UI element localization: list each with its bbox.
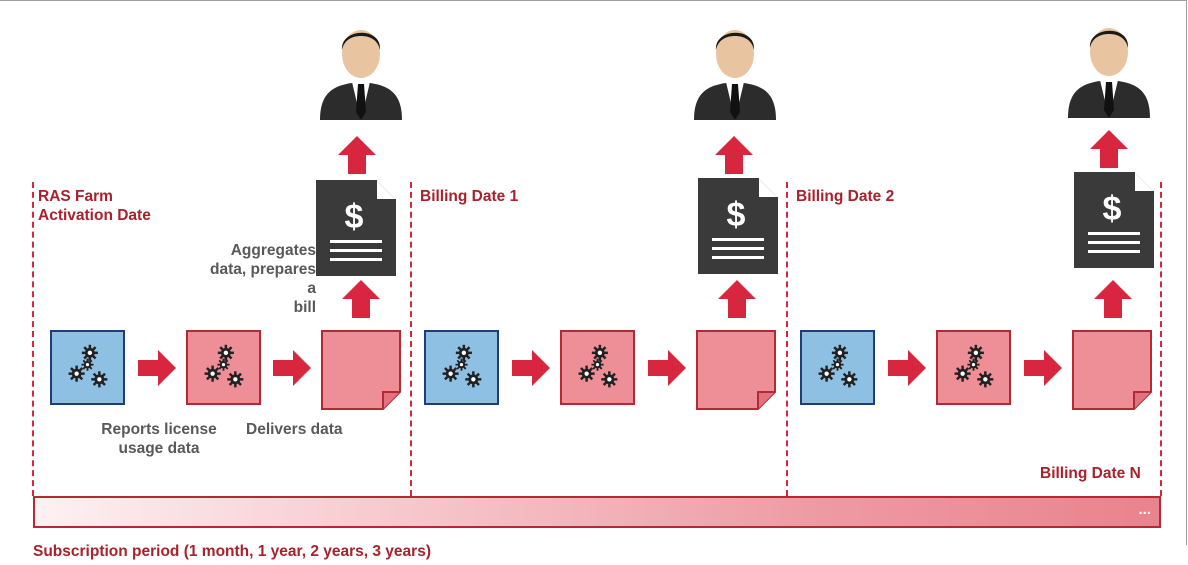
subscription-period-label: Subscription period (1 month, 1 year, 2 … — [33, 543, 431, 560]
arrow-right-icon — [648, 350, 686, 386]
reports-annotation: Reports license usage data — [84, 420, 234, 458]
person-icon — [1068, 28, 1150, 118]
document-icon — [1072, 330, 1152, 410]
billing-date-2-line — [786, 182, 788, 496]
diagram-frame — [0, 0, 1187, 545]
timeline-ellipsis: ... — [1138, 501, 1151, 518]
gears-icon — [52, 332, 123, 403]
billing-date-1-line — [410, 182, 412, 496]
activation-date-label-line-1: RAS Farm — [38, 188, 113, 205]
bill-icon: $ — [316, 180, 396, 276]
reports-line-2: usage data — [118, 440, 200, 457]
bill-dollar-sign: $ — [345, 198, 364, 236]
arrow-right-icon — [512, 350, 550, 386]
arrow-up-icon — [338, 136, 376, 174]
aggregates-annotation: Aggregates data, prepares a bill — [200, 241, 316, 317]
arrow-up-icon — [1094, 280, 1132, 318]
delivers-annotation: Delivers data — [246, 421, 343, 438]
person-icon — [320, 30, 402, 120]
document-icon — [321, 330, 401, 410]
arrow-right-icon — [888, 350, 926, 386]
activation-date-line — [32, 182, 34, 496]
arrow-right-icon — [138, 350, 176, 386]
gears-icon — [562, 332, 633, 403]
reports-line-1: Reports license — [101, 421, 217, 438]
deliver-data-gears-box — [560, 330, 635, 405]
bill-dollar-sign: $ — [1103, 190, 1122, 228]
subscription-timeline-bar: ... — [33, 496, 1161, 528]
aggregates-line-1: Aggregates — [230, 242, 316, 259]
arrow-up-icon — [1090, 130, 1128, 168]
person-icon — [694, 30, 776, 120]
arrow-right-icon — [1024, 350, 1062, 386]
bill-dollar-sign: $ — [727, 196, 746, 234]
activation-date-label: RAS Farm Activation Date — [38, 187, 151, 225]
activation-date-label-line-2: Activation Date — [38, 207, 151, 224]
gears-icon — [426, 332, 497, 403]
billing-date-1-label: Billing Date 1 — [420, 188, 519, 205]
report-license-gears-box — [800, 330, 875, 405]
bill-icon: $ — [698, 178, 778, 274]
arrow-right-icon — [273, 350, 311, 386]
gears-icon — [188, 332, 259, 403]
bill-icon: $ — [1074, 172, 1154, 268]
arrow-up-icon — [715, 136, 753, 174]
arrow-up-icon — [718, 280, 756, 318]
deliver-data-gears-box — [186, 330, 261, 405]
gears-icon — [938, 332, 1009, 403]
document-icon — [696, 330, 776, 410]
aggregates-line-3: bill — [293, 299, 316, 316]
deliver-data-gears-box — [936, 330, 1011, 405]
billing-date-2-label: Billing Date 2 — [796, 188, 895, 205]
arrow-up-icon — [342, 280, 380, 318]
billing-date-n-line — [1160, 182, 1162, 496]
report-license-gears-box — [50, 330, 125, 405]
billing-date-n-label: Billing Date N — [1040, 465, 1141, 482]
report-license-gears-box — [424, 330, 499, 405]
aggregates-line-2: data, prepares a — [210, 261, 316, 297]
gears-icon — [802, 332, 873, 403]
